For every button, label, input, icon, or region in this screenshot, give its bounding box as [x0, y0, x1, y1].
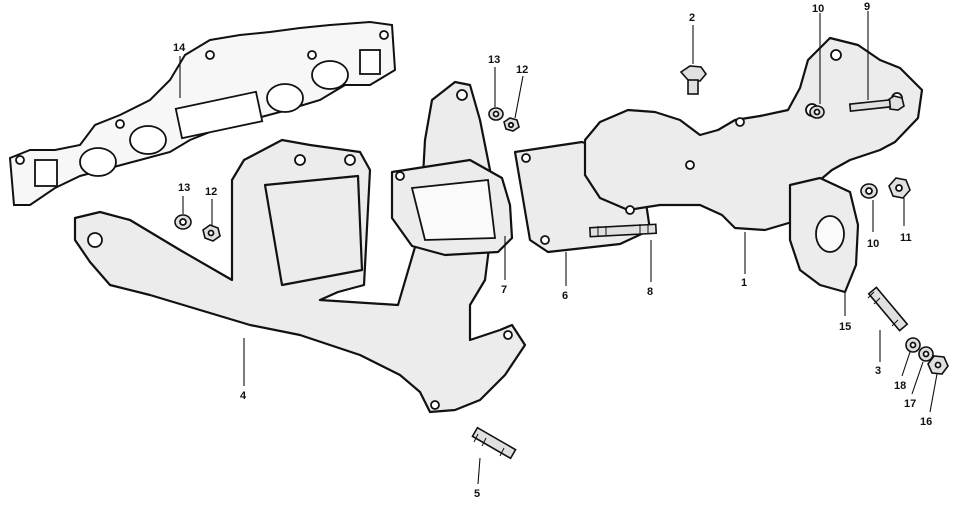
callout-14: 14	[173, 42, 186, 54]
callout-15: 15	[839, 321, 851, 333]
callout-1: 1	[741, 277, 747, 289]
part-stud-3	[867, 286, 909, 332]
part-flange-gasket	[390, 158, 514, 257]
callout-16: 16	[920, 416, 932, 428]
callout-4: 4	[240, 390, 247, 402]
part-washer-10-top	[809, 105, 825, 119]
part-washer-13-left	[174, 214, 192, 230]
part-washer-13-top	[488, 107, 504, 121]
callout-17: 17	[904, 398, 916, 410]
part-front-manifold	[73, 80, 527, 414]
part-nut-12-top	[503, 117, 520, 132]
callout-11: 11	[900, 232, 912, 244]
callout-5: 5	[474, 488, 480, 500]
callout-2: 2	[689, 12, 695, 24]
part-stud-8	[588, 223, 658, 238]
callout-3: 3	[875, 365, 881, 377]
callout-13-left: 13	[178, 182, 190, 194]
part-nut-11	[888, 177, 911, 199]
part-gasket	[8, 20, 397, 206]
part-stud-5	[471, 426, 517, 460]
part-washer-17	[918, 346, 934, 362]
callout-labels: 14 13 12 13 12 2 10 9 10 11 1 7 6 8 15 3…	[173, 1, 932, 500]
part-washer-10-right	[860, 183, 878, 199]
callout-12-left: 12	[205, 186, 217, 198]
part-washer-18	[905, 337, 921, 353]
callout-6: 6	[562, 290, 568, 302]
callout-10-right: 10	[867, 238, 879, 250]
callout-7: 7	[501, 284, 507, 296]
callout-18: 18	[894, 380, 906, 392]
leader-lines	[179, 11, 938, 485]
callout-10-top: 10	[812, 3, 824, 15]
callout-13-top: 13	[488, 54, 500, 66]
part-nut-16	[927, 355, 949, 375]
part-rear-manifold	[583, 36, 924, 294]
callout-9: 9	[864, 1, 870, 13]
part-nut-12-left	[202, 224, 221, 242]
callout-12-top: 12	[516, 64, 528, 76]
callout-8: 8	[647, 286, 653, 298]
part-long-bolt	[848, 95, 905, 112]
part-bolt	[679, 65, 708, 95]
